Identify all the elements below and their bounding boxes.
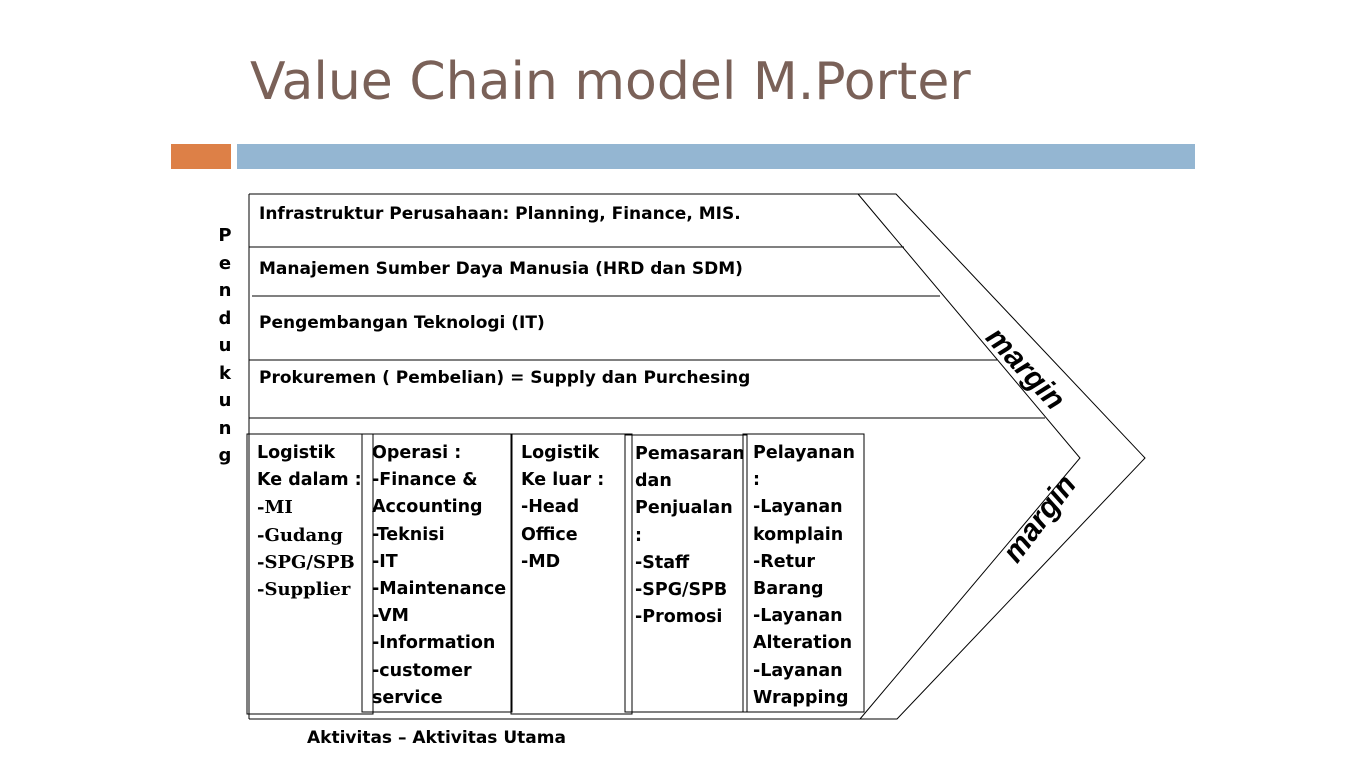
support-row-infrastructure: Infrastruktur Perusahaan: Planning, Fina… [259,204,741,224]
box-service [742,433,865,713]
primary-service: Pelayanan : -Layanan komplain -Retur Bar… [753,443,855,708]
accent-bar-orange [171,144,231,169]
support-activities-label: P e n d u k u n g [218,225,232,466]
slide-title: Value Chain model M.Porter [250,52,971,112]
primary-operations: Operasi : -Finance & Accounting -Teknisi… [372,443,507,708]
support-row-procurement: Prokuremen ( Pembelian) = Supply dan Pur… [259,368,751,388]
outer-arrow-outline [249,193,1146,720]
box-inbound [246,433,374,715]
accent-bar-blue [237,144,1195,169]
inner-arrow-outline [857,193,1081,720]
primary-activities-caption: Aktivitas – Aktivitas Utama [307,728,566,748]
box-operations [361,433,513,713]
primary-marketing-sales: Pemasaran dan Penjualan : -Staff -SPG/SP… [635,444,745,628]
box-marketing [624,434,748,713]
primary-outbound-logistics: Logistik Ke luar : -Head Office -MD [521,443,605,572]
support-row-hrm: Manajemen Sumber Daya Manusia (HRD dan S… [259,259,743,279]
box-outbound [510,433,633,715]
primary-inbound-logistics: Logistik Ke dalam : -MI -Gudang -SPG/SPB… [257,443,362,601]
support-row-technology: Pengembangan Teknologi (IT) [259,313,545,333]
